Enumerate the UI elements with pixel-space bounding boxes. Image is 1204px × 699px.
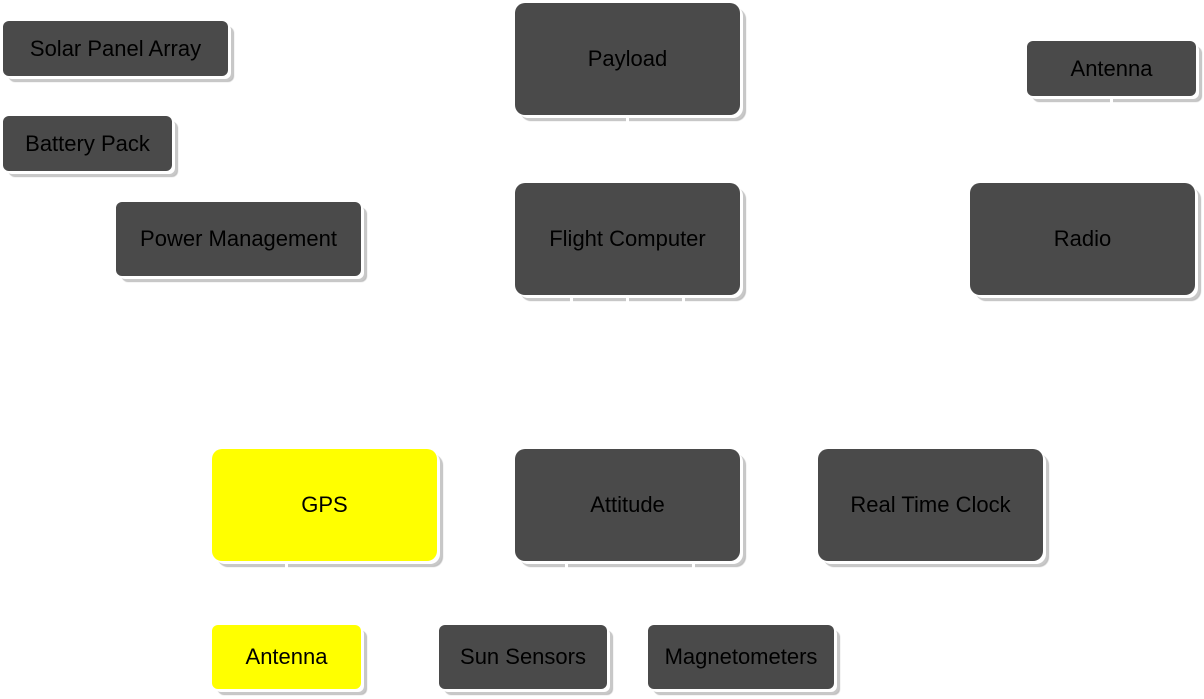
node-real-time-clock[interactable]: Real Time Clock [818, 449, 1043, 561]
node-magnetometers[interactable]: Magnetometers [648, 625, 834, 689]
node-solar-panel-array[interactable]: Solar Panel Array [3, 21, 228, 76]
port-separator [565, 563, 568, 572]
node-label: Solar Panel Array [29, 35, 202, 61]
node-radio[interactable]: Radio [970, 183, 1195, 295]
node-label: Antenna [245, 644, 328, 669]
node-label: Sun Sensors [460, 644, 586, 669]
node-label: Power Management [140, 226, 337, 251]
port-separator [285, 563, 288, 572]
node-label: Battery Pack [25, 130, 150, 156]
node-attitude[interactable]: Attitude [515, 449, 740, 561]
port-separator [692, 563, 695, 572]
port-separator [1110, 98, 1113, 107]
port-separator [626, 297, 629, 306]
node-label: Attitude [590, 492, 665, 517]
node-battery-pack[interactable]: Battery Pack [3, 116, 172, 171]
node-sun-sensors[interactable]: Sun Sensors [439, 625, 607, 689]
node-antenna-radio[interactable]: Antenna [1027, 41, 1196, 96]
port-separator [570, 297, 573, 306]
node-flight-computer[interactable]: Flight Computer [515, 183, 740, 295]
node-payload[interactable]: Payload [515, 3, 740, 115]
port-separator [682, 297, 685, 306]
node-label: GPS [301, 492, 348, 517]
node-label: Magnetometers [664, 644, 818, 669]
node-label: Flight Computer [549, 226, 706, 251]
node-label: Antenna [1070, 55, 1153, 81]
port-separator [626, 117, 629, 126]
node-antenna-gps[interactable]: Antenna [212, 625, 361, 689]
node-label: Radio [1053, 226, 1112, 251]
node-label: Payload [587, 46, 668, 71]
node-gps[interactable]: GPS [212, 449, 437, 561]
node-power-management[interactable]: Power Management [116, 202, 361, 276]
node-label: Real Time Clock [850, 492, 1011, 517]
